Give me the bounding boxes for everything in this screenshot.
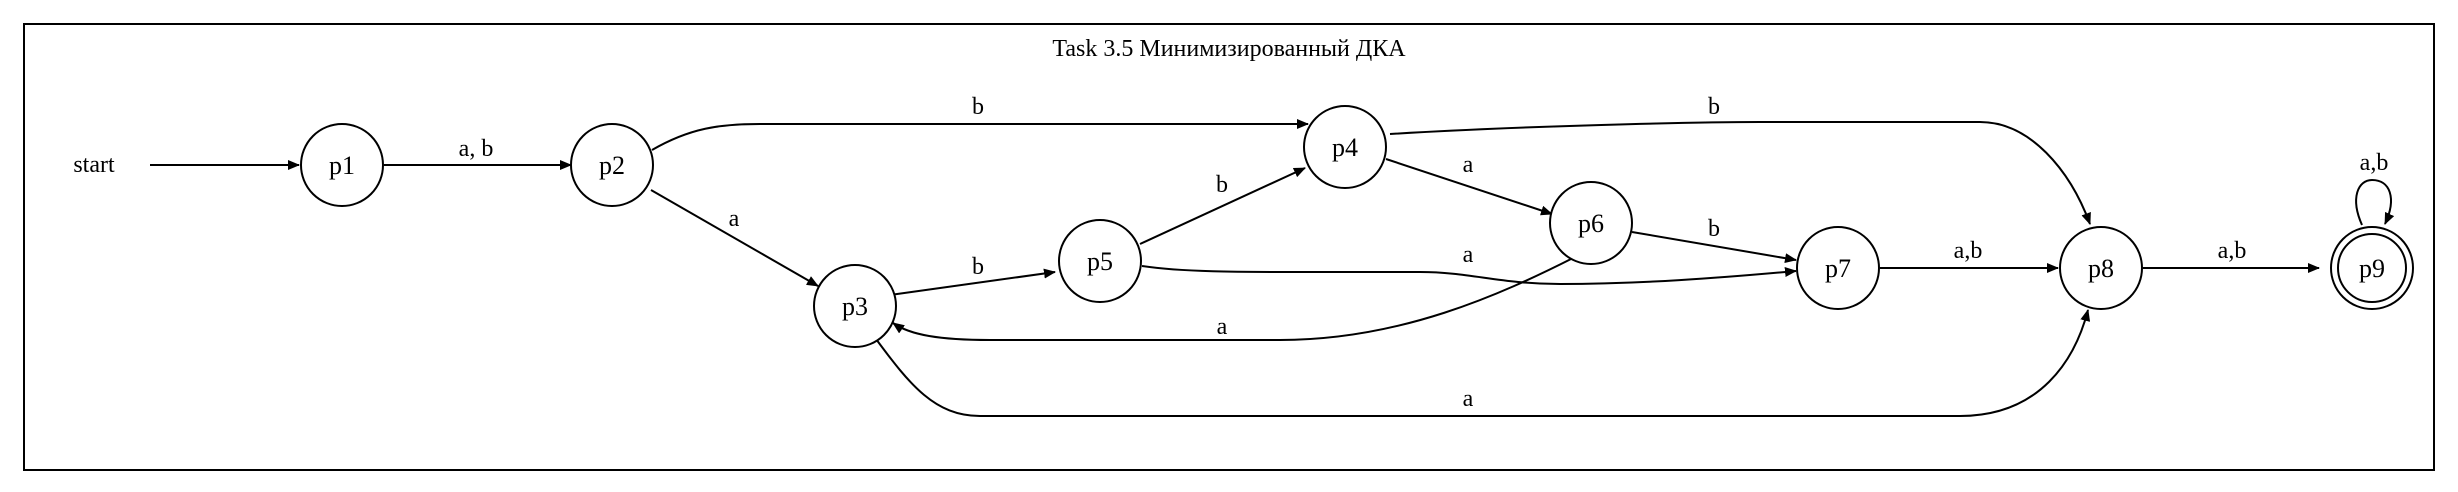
edge-p9-p9 bbox=[2355, 178, 2395, 226]
edge-p3-p8 bbox=[875, 309, 2091, 417]
edge-p2-p3 bbox=[650, 189, 819, 287]
edge-p6-p7 bbox=[1631, 231, 1797, 264]
start-label: start bbox=[73, 152, 115, 178]
edge-p4-p8 bbox=[1389, 121, 2091, 225]
state-p8[interactable]: p8 bbox=[2059, 226, 2143, 310]
edge-p4-p6 bbox=[1385, 158, 1553, 216]
state-label-p9: p9 bbox=[2359, 254, 2385, 283]
edge-label-p5-p4: b bbox=[1216, 172, 1228, 198]
edge-p2-p4 bbox=[651, 119, 1309, 151]
state-label-p1: p1 bbox=[329, 151, 355, 180]
edge-label-p3-p5: b bbox=[972, 254, 984, 280]
edge-p3-p5 bbox=[889, 268, 1056, 296]
state-label-p3: p3 bbox=[842, 292, 868, 321]
state-label-p2: p2 bbox=[599, 151, 625, 180]
edge-label-p9-p9: a,b bbox=[2360, 150, 2389, 176]
state-p2[interactable]: p2 bbox=[570, 123, 654, 207]
edge-label-p6-p7: b bbox=[1708, 216, 1720, 242]
edge-p5-p7 bbox=[1141, 265, 1797, 286]
state-label-p5: p5 bbox=[1087, 247, 1113, 276]
diagram-title: Task 3.5 Минимизированный ДКА bbox=[1052, 36, 1406, 62]
state-label-p8: p8 bbox=[2088, 254, 2114, 283]
state-p3[interactable]: p3 bbox=[813, 264, 897, 348]
state-p6[interactable]: p6 bbox=[1549, 181, 1633, 265]
state-p7[interactable]: p7 bbox=[1796, 226, 1880, 310]
edge-label-p5-p7: a bbox=[1463, 242, 1474, 268]
state-label-p6: p6 bbox=[1578, 209, 1604, 238]
state-label-p7: p7 bbox=[1825, 254, 1851, 283]
edge-label-p7-p8: a,b bbox=[1954, 238, 1983, 264]
edge-label-p3-p8: a bbox=[1463, 386, 1474, 412]
state-p5[interactable]: p5 bbox=[1058, 219, 1142, 303]
edge-label-p8-p9: a,b bbox=[2218, 238, 2247, 264]
edge-label-p2-p4: b bbox=[972, 94, 984, 120]
state-p9-accepting[interactable]: p9 bbox=[2330, 226, 2414, 310]
edge-p5-p4 bbox=[1139, 167, 1306, 245]
edge-p6-p3 bbox=[892, 256, 1576, 341]
edge-label-p4-p8: b bbox=[1708, 94, 1720, 120]
edge-label-p1-p2: a, b bbox=[459, 136, 494, 162]
state-p1[interactable]: p1 bbox=[300, 123, 384, 207]
edge-label-p4-p6: a bbox=[1463, 152, 1474, 178]
edge-label-p2-p3: a bbox=[729, 206, 740, 232]
state-label-p4: p4 bbox=[1332, 133, 1358, 162]
edge-label-p6-p3: a bbox=[1217, 314, 1228, 340]
state-p4[interactable]: p4 bbox=[1303, 105, 1387, 189]
diagram-frame bbox=[23, 23, 2435, 471]
